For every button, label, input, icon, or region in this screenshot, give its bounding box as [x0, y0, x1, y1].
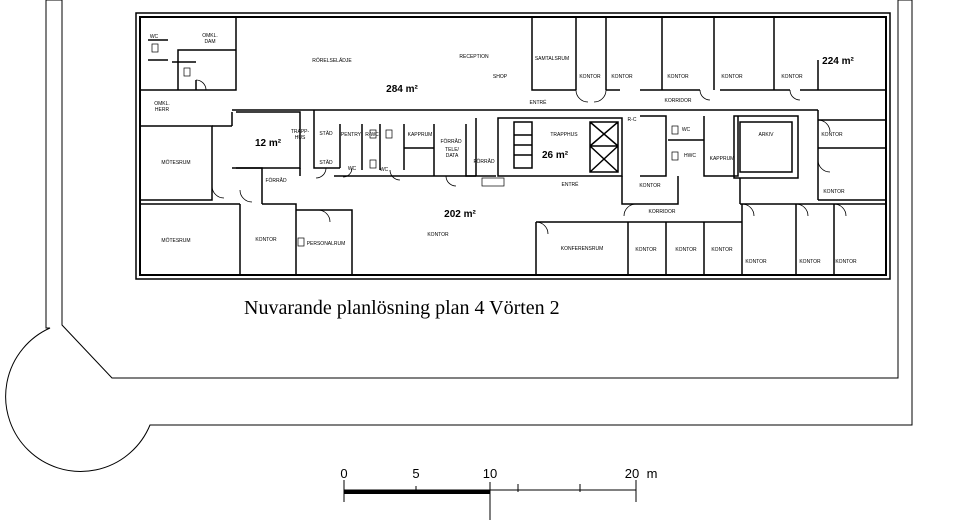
- room-label-wc-right: WC: [682, 127, 691, 133]
- room-label-rorelse: RÖRELSELÄDJE: [312, 57, 352, 64]
- interior-walls: [140, 17, 886, 275]
- room-label-kontor-bottom-1: KONTOR: [635, 247, 657, 253]
- room-label-forrad-mid-1: FÖRRÅD: [440, 138, 462, 145]
- area-label-202: 202 m²: [444, 209, 476, 220]
- room-label-forrad-left: FÖRRÅD: [265, 177, 287, 184]
- room-label-trapphus-left: TRAPP-HUS: [291, 129, 310, 141]
- room-label-kontor-bottom-3: KONTOR: [711, 247, 733, 253]
- room-label-kontor-top-5: KONTOR: [781, 74, 803, 80]
- room-label-shop: SHOP: [493, 74, 508, 80]
- building-outline: [135, 12, 891, 280]
- room-label-kontor-bottom-5: KONTOR: [799, 259, 821, 265]
- room-label-motesrum-2: MÖTESRUM: [161, 237, 190, 244]
- scale-unit: m: [647, 466, 658, 481]
- room-label-entre-mid: ENTRÉ: [562, 181, 580, 188]
- room-label-kontor-bottom-6: KONTOR: [835, 259, 857, 265]
- plan-caption: Nuvarande planlösning plan 4 Vörten 2: [244, 297, 560, 319]
- room-label-stad-1: STÄD: [319, 130, 333, 137]
- room-label-wc-top: WC: [150, 34, 159, 40]
- room-label-kontor-bottom-4: KONTOR: [745, 259, 767, 265]
- room-label-forrad-mid-2: FÖRRÅD: [473, 158, 495, 165]
- room-label-kapprum-2: KAPPRUM: [710, 156, 735, 162]
- room-label-tele-data: TELE/DATA: [445, 147, 460, 159]
- room-label-konferensrum: KONFERENSRUM: [561, 246, 604, 252]
- area-label-284: 284 m²: [386, 84, 418, 95]
- room-label-hwc: HWC: [684, 153, 696, 159]
- room-label-omkl-dam: OMKL.DAM: [202, 33, 218, 45]
- room-label-reception: RECEPTION: [459, 54, 489, 60]
- room-label-kapprum-1: KAPPRUM: [408, 132, 433, 138]
- room-label-kontor-right-2: KONTOR: [823, 189, 845, 195]
- room-label-r-wc: R-WC: [365, 132, 379, 138]
- room-label-kontor-top-3: KONTOR: [667, 74, 689, 80]
- fixtures: [151, 43, 679, 247]
- site-boundary: [5, 0, 913, 472]
- room-label-kontor-mid: KONTOR: [639, 183, 661, 189]
- area-labels: 284 m² 224 m² 202 m² 26 m² 12 m²: [255, 56, 855, 220]
- room-label-kontor-center: KONTOR: [427, 232, 449, 238]
- room-label-kontor-bottom-2: KONTOR: [675, 247, 697, 253]
- scale-bar: 0 5 10 20 m: [340, 466, 657, 520]
- room-label-motesrum-1: MÖTESRUM: [161, 159, 190, 166]
- scale-tick-10: 10: [483, 466, 497, 481]
- room-label-wc-small: WC: [380, 167, 389, 173]
- area-label-12: 12 m²: [255, 138, 282, 149]
- room-label-omkl-herr: OMKL.HERR: [154, 101, 170, 113]
- room-label-r-c: R-C: [628, 117, 637, 123]
- room-label-entre-top: ENTRÉ: [530, 99, 548, 106]
- room-label-trapphus-mid: TRAPPHUS: [550, 132, 578, 138]
- scale-tick-20: 20: [625, 466, 639, 481]
- area-label-26: 26 m²: [542, 150, 569, 161]
- room-label-kontor-top-1: KONTOR: [579, 74, 601, 80]
- room-label-kontor-top-2: KONTOR: [611, 74, 633, 80]
- room-label-samtalsrum: SAMTALSRUM: [535, 56, 569, 62]
- room-label-kontor-top-4: KONTOR: [721, 74, 743, 80]
- room-label-stad-2: STÄD: [319, 159, 333, 166]
- room-label-kontor-left: KONTOR: [255, 237, 277, 243]
- room-label-kontor-right-1: KONTOR: [821, 132, 843, 138]
- scale-tick-5: 5: [412, 466, 419, 481]
- room-label-wc-mid: WC: [348, 166, 357, 172]
- room-label-personalrum: PERSONALRUM: [307, 241, 346, 247]
- scale-tick-0: 0: [340, 466, 347, 481]
- room-label-pentry: PENTRY: [341, 132, 362, 138]
- room-labels: WC OMKL.DAM OMKL.HERR MÖTESRUM MÖTESRUM …: [150, 33, 857, 265]
- room-label-arkiv: ARKIV: [758, 132, 774, 138]
- area-label-224: 224 m²: [822, 56, 854, 67]
- room-label-korridor-mid: KORRIDOR: [649, 209, 676, 215]
- room-label-korridor-top: KORRIDOR: [665, 98, 692, 104]
